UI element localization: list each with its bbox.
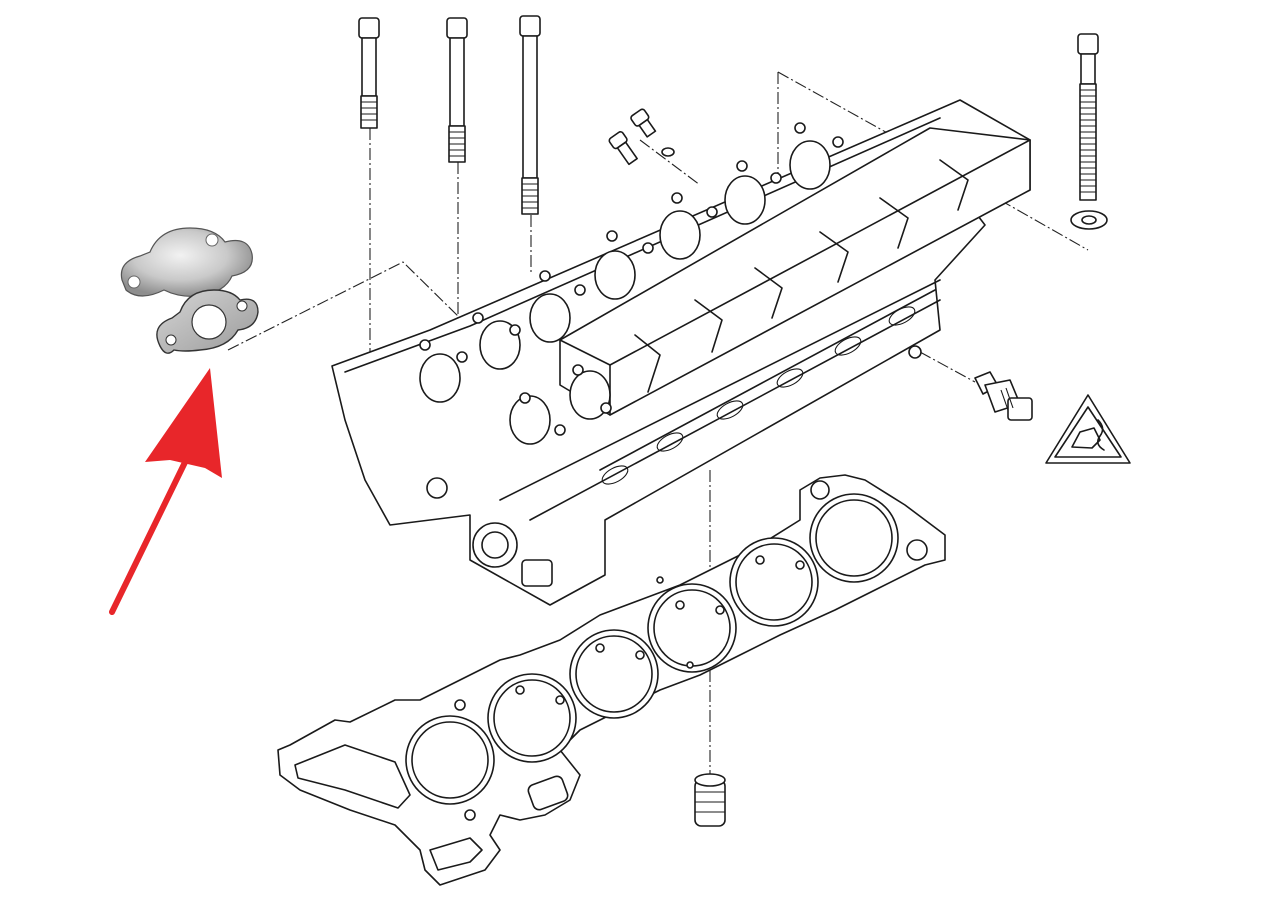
cylinder-head-bolts [358, 15, 1108, 230]
head-bolt-4 [1077, 33, 1099, 201]
gasket-holes [454, 480, 928, 821]
temperature-sensor [974, 371, 1033, 421]
cap-bolts [419, 122, 844, 436]
cylinder-head [331, 99, 1031, 606]
hot-surface-warning-icon [1045, 394, 1131, 464]
egr-gasket-image [156, 289, 259, 354]
head-bolt-3 [519, 15, 541, 215]
head-bolt-1 [358, 17, 380, 129]
blanking-plate-image [120, 227, 253, 297]
cam-bearing-caps [419, 140, 831, 445]
head-gasket [277, 474, 946, 886]
rail-ribs [634, 159, 969, 393]
dowel-sleeve [694, 773, 726, 827]
bolt-washer [1070, 210, 1108, 230]
side-ports [601, 306, 916, 485]
head-bolt-2 [446, 17, 468, 163]
small-screws [608, 108, 675, 166]
gasket-bores [405, 493, 899, 805]
red-pointer-arrow [109, 368, 222, 615]
